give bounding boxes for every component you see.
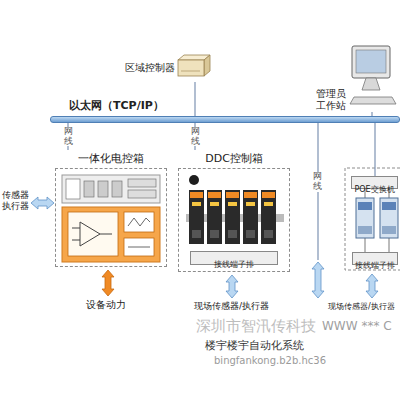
controller-icon bbox=[178, 55, 210, 76]
cable-label: 网线 bbox=[64, 127, 73, 147]
ethernet-bus: 以太网（TCP/IP） bbox=[50, 116, 400, 123]
double-arrow bbox=[312, 262, 324, 298]
watermark: 深圳市智汛传科技 bbox=[196, 317, 316, 336]
terminal-strip: 接线端子排 bbox=[190, 251, 278, 265]
equipment-power-label: 设备动力 bbox=[86, 298, 126, 312]
workstation: 管理员 工作站 bbox=[316, 44, 398, 112]
watermark: WWW *** C bbox=[322, 319, 392, 333]
cable-label: 网线 bbox=[191, 127, 200, 147]
poe-cabinet bbox=[345, 168, 400, 270]
node-label: 一体化电控箱 bbox=[55, 150, 167, 168]
node-label: 接线端子排 bbox=[214, 259, 254, 270]
computer-icon bbox=[350, 46, 396, 104]
control-cabinet: 一体化电控箱 bbox=[55, 150, 167, 267]
network-cable bbox=[374, 123, 375, 176]
node-label: 接线端子排 bbox=[355, 260, 395, 271]
cable-label: 网线 bbox=[313, 172, 322, 192]
cabinet-illustration bbox=[62, 175, 160, 262]
node-label: 管理员 工作站 bbox=[316, 88, 352, 112]
terminal-strip: 接线端子排 bbox=[352, 252, 398, 265]
field-device-label: 现场传感器/执行器 bbox=[328, 301, 395, 312]
system-caption: 楼宇楼宇自动化系统 bbox=[205, 338, 304, 353]
double-arrow bbox=[226, 275, 238, 298]
controller-device: 区域控制器 bbox=[125, 54, 210, 82]
field-device-label: 现场传感器/执行器 bbox=[194, 300, 269, 313]
ddc-cabinet: DDC控制箱接线端子排 bbox=[178, 150, 290, 272]
node-label: 以太网（TCP/IP） bbox=[69, 99, 164, 113]
poe-switch: POE交换机 bbox=[351, 176, 398, 189]
dashed-frame bbox=[55, 168, 167, 267]
node-label: POE交换机 bbox=[354, 184, 394, 195]
double-arrow bbox=[31, 197, 54, 209]
node-label: 区域控制器 bbox=[125, 61, 175, 74]
network-cable bbox=[194, 82, 195, 116]
watermark: bingfankong.b2b.hc36 bbox=[214, 355, 326, 366]
double-arrow bbox=[366, 274, 378, 298]
power-arrow bbox=[102, 270, 114, 296]
node-label: DDC控制箱 bbox=[178, 150, 290, 168]
ddc-modules bbox=[186, 175, 284, 244]
field-device-label: 传感器 执行器 bbox=[2, 190, 31, 212]
